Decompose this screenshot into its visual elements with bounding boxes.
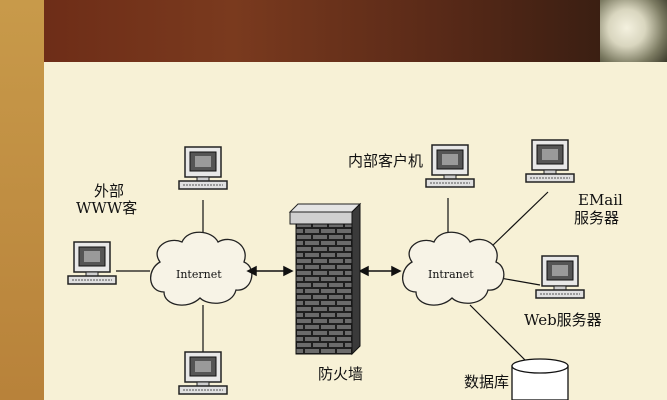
header-flower-decoration [600, 0, 667, 62]
external-www-label-line1: 外部 [94, 182, 125, 200]
external-www-label-line2: WWW客 [76, 199, 138, 217]
slide-left-bar [0, 0, 44, 400]
slide-header-band [0, 0, 667, 62]
internal-client-computer-icon [425, 144, 475, 188]
left-computer-icon [67, 241, 117, 285]
firewall-wall [288, 202, 362, 356]
bottom-computer-icon [178, 351, 228, 395]
intranet-cloud [402, 231, 505, 306]
double-arrow-left [246, 265, 294, 277]
double-arrow-right [358, 265, 402, 277]
internet-cloud [150, 231, 253, 306]
intranet-label: Intranet [428, 268, 474, 281]
database-label: 数据库 [464, 373, 510, 391]
email-server-label-line2: 服务器 [574, 209, 620, 227]
internal-client-label: 内部客户机 [348, 152, 424, 170]
web-server-label: Web服务器 [524, 311, 602, 329]
web-server-computer-icon [535, 255, 585, 299]
external-www-computer-icon [178, 146, 228, 190]
email-server-computer-icon [525, 139, 575, 183]
email-server-label-line1: EMail [578, 191, 623, 209]
internet-label: Internet [176, 268, 222, 281]
database-icon [511, 358, 569, 400]
firewall-label: 防火墙 [318, 365, 364, 383]
